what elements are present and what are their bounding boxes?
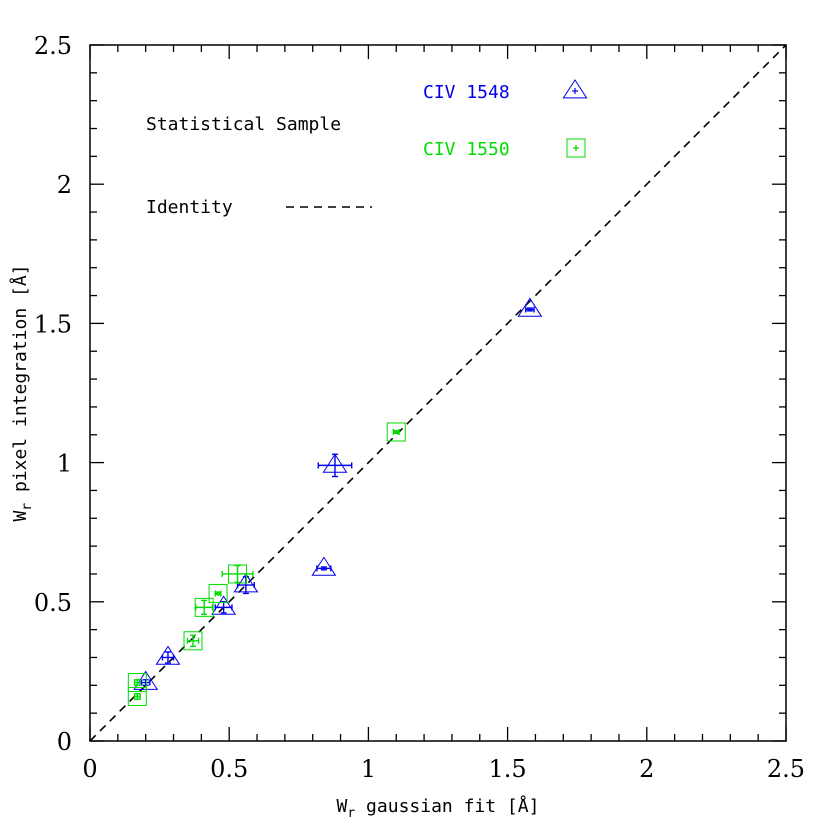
data-point-civ-1550 — [386, 422, 406, 442]
x-tick-label: 2.5 — [767, 755, 805, 783]
data-point-civ-1548 — [311, 556, 337, 576]
marker-square — [127, 686, 147, 706]
data-point-civ-1550 — [221, 564, 254, 584]
x-tick-label: 0 — [82, 755, 97, 783]
y-tick-label: 0 — [57, 728, 72, 756]
x-tick-label: 1 — [361, 755, 376, 783]
axis-titles: Wr gaussian fit [Å] Wr pixel integration … — [9, 264, 539, 821]
x-tick-label: 1.5 — [489, 755, 527, 783]
y-axis-title: Wr pixel integration [Å] — [9, 264, 35, 521]
data-point-civ-1550 — [194, 597, 214, 617]
legend-marker-triangle — [562, 79, 588, 99]
identity-line — [89, 44, 787, 742]
y-tick-label: 0.5 — [34, 589, 72, 617]
marker-triangle — [311, 556, 337, 576]
plot-frame — [89, 44, 787, 742]
legend-marker — [566, 138, 586, 158]
tick-labels: 0 0.5 1 1.5 2 2.5 0 0.5 1 1.5 2 2.5 — [34, 32, 805, 783]
legend-marker-square — [566, 138, 586, 158]
data-point-civ-1550 — [208, 583, 228, 603]
data-point-civ-1548 — [211, 595, 237, 615]
legend-identity-label: Identity — [146, 197, 233, 218]
data-point-civ-1548 — [317, 453, 353, 478]
marker-square — [386, 422, 406, 442]
data-point-civ-1548 — [517, 297, 543, 317]
data-point-civ-1550 — [183, 631, 203, 651]
legend-label: CIV 1548 — [423, 82, 510, 103]
marker-triangle — [517, 297, 543, 317]
data-point-civ-1550 — [127, 673, 147, 693]
identity-line-layer — [89, 44, 787, 742]
y-tick-label: 1.5 — [34, 310, 72, 338]
marker-square — [183, 631, 203, 651]
x-tick-label: 0.5 — [210, 755, 248, 783]
data-points — [127, 297, 543, 706]
legend-marker — [562, 79, 588, 99]
marker-square — [208, 583, 228, 603]
y-tick-label: 1 — [57, 450, 72, 478]
y-tick-label: 2.5 — [34, 32, 72, 60]
marker-square — [127, 673, 147, 693]
legend-label: CIV 1550 — [423, 139, 510, 160]
x-axis-title: Wr gaussian fit [Å] — [337, 795, 540, 821]
x-tick-label: 2 — [639, 755, 654, 783]
y-tick-label: 2 — [57, 171, 72, 199]
data-point-civ-1550 — [127, 686, 147, 706]
marker-triangle — [211, 595, 237, 615]
data-point-civ-1548 — [155, 645, 181, 665]
legend-title: Statistical Sample — [146, 114, 341, 135]
